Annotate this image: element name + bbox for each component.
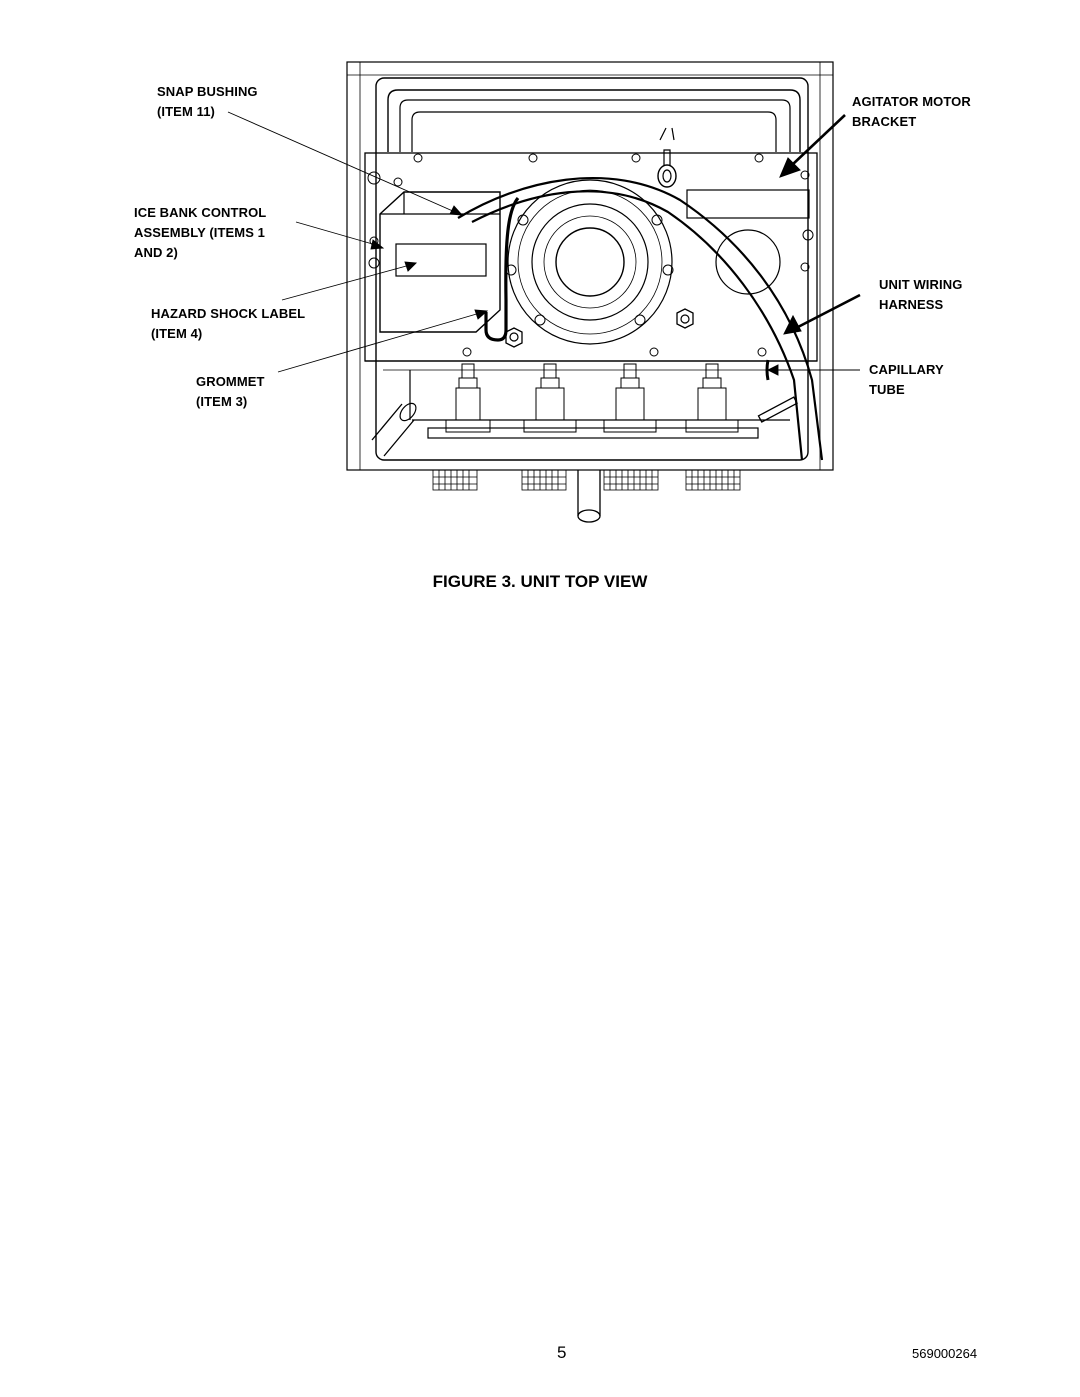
callout-snap-bushing: SNAP BUSHING (ITEM 11)	[157, 82, 258, 122]
callout-line: (ITEM 4)	[151, 326, 203, 341]
callout-capillary-tube: CAPILLARY TUBE	[869, 360, 944, 400]
callout-hazard-shock-label: HAZARD SHOCK LABEL (ITEM 4)	[151, 304, 305, 344]
callout-line: AND 2)	[134, 245, 178, 260]
callout-line: SNAP BUSHING	[157, 84, 258, 99]
callout-line: HAZARD SHOCK LABEL	[151, 306, 306, 321]
callout-line: UNIT WIRING	[879, 277, 963, 292]
callout-line: AGITATOR MOTOR	[852, 94, 971, 109]
callout-line: GROMMET	[196, 374, 265, 389]
callout-line: HARNESS	[879, 297, 944, 312]
callout-line: ICE BANK CONTROL	[134, 205, 267, 220]
callout-line: ASSEMBLY (ITEMS 1	[134, 225, 266, 240]
callout-line: (ITEM 11)	[157, 104, 215, 119]
callout-grommet: GROMMET (ITEM 3)	[196, 372, 265, 412]
callout-line: BRACKET	[852, 114, 917, 129]
callout-unit-wiring-harness: UNIT WIRING HARNESS	[879, 275, 962, 315]
callout-agitator-motor-bracket: AGITATOR MOTOR BRACKET	[852, 92, 971, 132]
page-number: 5	[557, 1343, 567, 1362]
callout-line: CAPILLARY	[869, 362, 944, 377]
callout-ice-bank-control: ICE BANK CONTROL ASSEMBLY (ITEMS 1 AND 2…	[134, 203, 266, 263]
document-number: 569000264	[912, 1346, 978, 1361]
figure-caption: FIGURE 3. UNIT TOP VIEW	[432, 572, 648, 591]
unit-top-view-drawing	[227, 61, 861, 523]
callout-line: TUBE	[869, 382, 905, 397]
callout-line: (ITEM 3)	[196, 394, 248, 409]
